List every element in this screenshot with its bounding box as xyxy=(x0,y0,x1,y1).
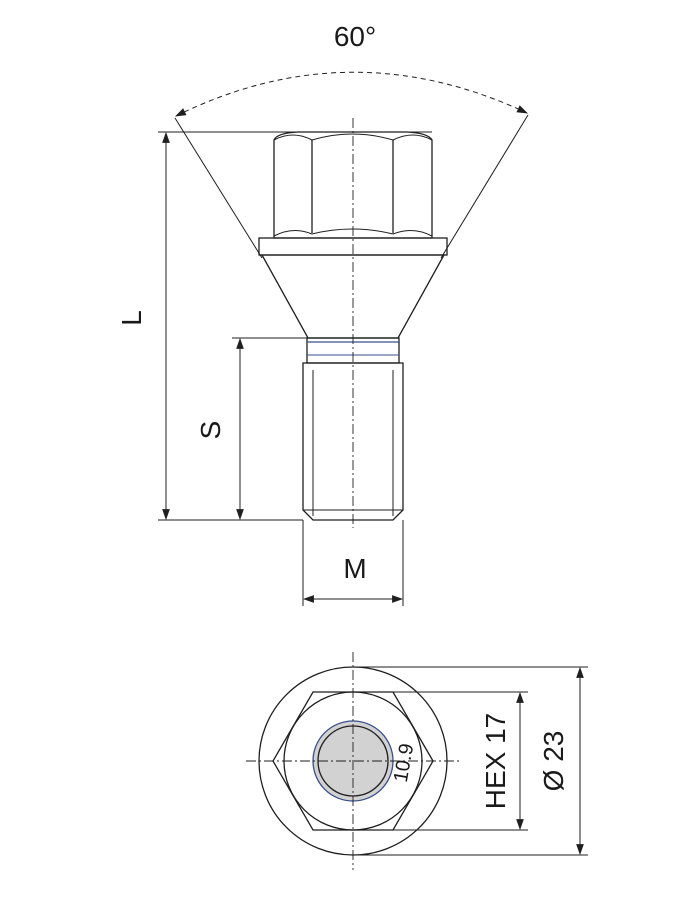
length-label: L xyxy=(116,310,147,326)
thread-label: M xyxy=(343,553,366,584)
hex-head-bottom-chamfer xyxy=(273,228,433,237)
cone-angle-left-leg xyxy=(174,117,263,259)
bolt-side-view: 60° L S M xyxy=(116,21,529,606)
bolt-top-view: 10.9 HEX 17 Ø 23 xyxy=(246,652,588,870)
cone-angle-label: 60° xyxy=(334,21,376,52)
hex-size-label: HEX 17 xyxy=(480,713,511,810)
shank-label: S xyxy=(195,421,226,440)
diameter-label: Ø 23 xyxy=(538,731,569,792)
strength-grade-marking: 10.9 xyxy=(390,742,418,784)
cone-angle-right-leg xyxy=(440,114,529,259)
cone-angle-arc xyxy=(175,71,528,117)
hex-head-top-chamfer xyxy=(273,133,433,141)
